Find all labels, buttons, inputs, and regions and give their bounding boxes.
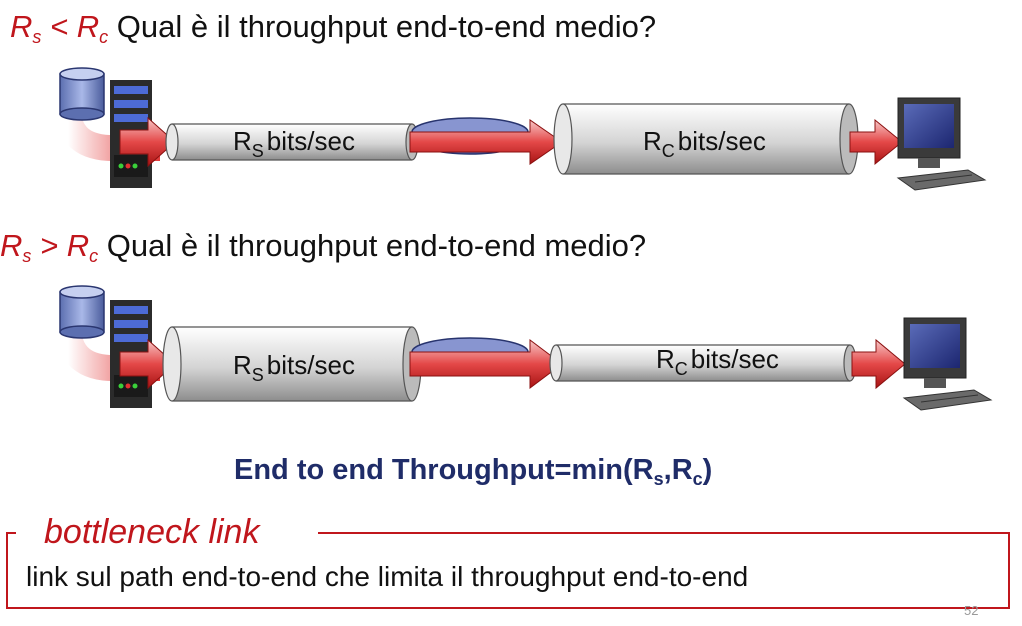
throughput-formula: End to end Throughput=min(Rs,Rc) xyxy=(234,454,713,489)
scenario2-diagram xyxy=(55,285,993,411)
bottleneck-box xyxy=(6,532,1010,609)
arrow-icon xyxy=(849,118,903,166)
bottleneck-title: bottleneck link xyxy=(44,513,260,551)
page-number: 52 xyxy=(964,603,979,618)
arrow-icon xyxy=(409,339,563,389)
scenario2-condition: Rs > Rc xyxy=(0,228,99,266)
arrow-icon xyxy=(851,338,906,390)
arrow-icon xyxy=(409,119,563,165)
scenario1-question: Qual è il throughput end-to-end medio? xyxy=(116,9,657,44)
server-icon xyxy=(110,80,152,188)
scenario1-diagram xyxy=(55,67,987,191)
scenario1-question-line: Rs < Rc Qual è il throughput end-to-end … xyxy=(10,9,656,48)
pipe-rs xyxy=(162,326,422,402)
arrow-icon xyxy=(119,116,176,168)
pipe-rc xyxy=(553,103,859,175)
scenario2-question: Qual è il throughput end-to-end medio? xyxy=(106,228,647,263)
arrow-icon xyxy=(119,338,176,390)
scenario1-condition: Rs < Rc xyxy=(10,9,109,47)
bottleneck-box-top-left xyxy=(6,532,16,534)
database-icon xyxy=(59,285,105,339)
pipe-rs xyxy=(165,123,419,161)
computer-icon xyxy=(902,317,993,411)
database-icon xyxy=(59,67,105,121)
computer-icon xyxy=(896,97,987,191)
scenario2-question-line: Rs > Rc Qual è il throughput end-to-end … xyxy=(0,228,646,267)
bottleneck-box-top-right xyxy=(318,532,1008,534)
bottleneck-definition: link sul path end-to-end che limita il t… xyxy=(26,561,749,592)
